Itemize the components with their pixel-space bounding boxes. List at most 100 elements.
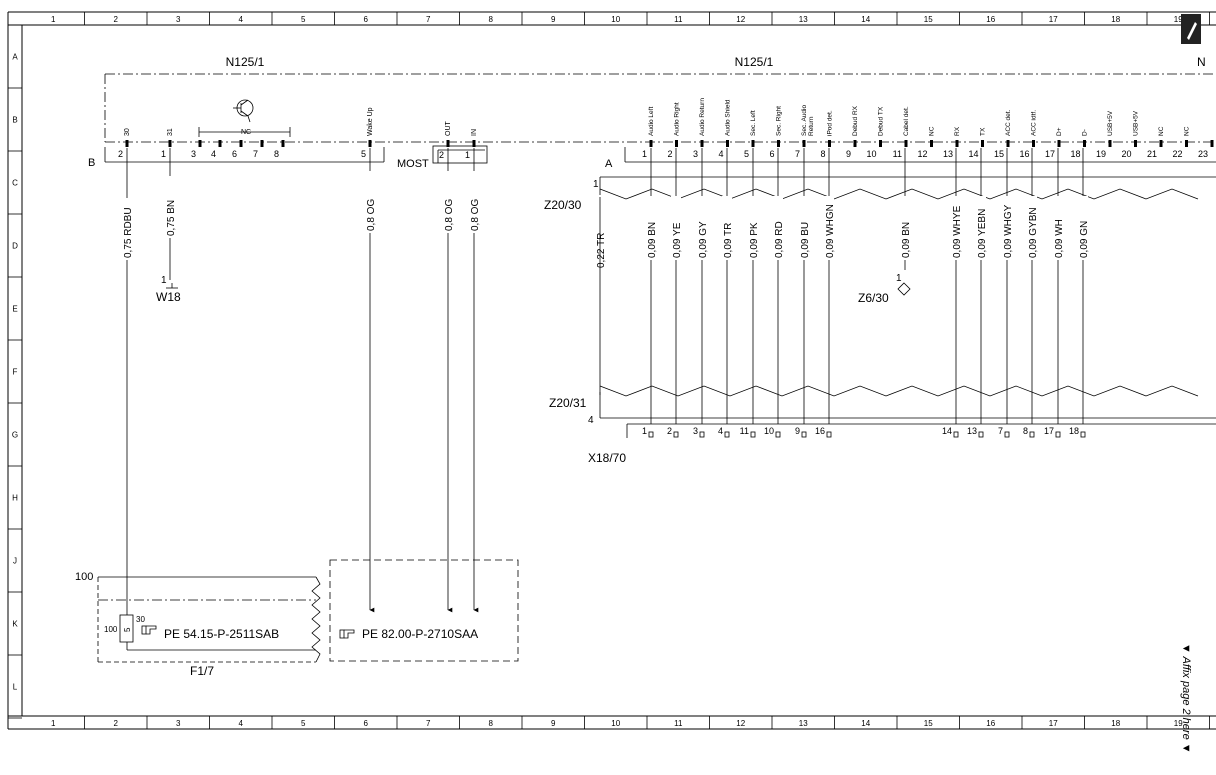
- reference-link-1[interactable]: PE 54.15-P-2511SAB: [164, 627, 279, 641]
- reference-hand-icon: [141, 625, 157, 635]
- pin-label: D+: [1056, 127, 1063, 136]
- pin-number: 11: [893, 149, 902, 159]
- fuse-pin-top: 30: [136, 615, 145, 624]
- row-label: A: [12, 53, 18, 62]
- pin-terminal: [1210, 140, 1214, 147]
- pin-label: Wake Up: [367, 107, 374, 136]
- pin-label: USB+5V: [1133, 110, 1140, 136]
- pin-number: 8: [1023, 426, 1028, 436]
- pin-label: NC: [1158, 126, 1165, 136]
- wire-label-gap: [976, 196, 986, 260]
- pin-number: 8: [820, 149, 825, 159]
- fuse-box: [97, 576, 316, 663]
- column-label: 9: [551, 719, 556, 728]
- pin-number: 1: [465, 150, 470, 160]
- pin-label: Audio Left: [648, 107, 655, 136]
- pin-number: 6: [232, 149, 237, 159]
- z20-31-pin: 4: [588, 415, 594, 426]
- nc-bracket: [198, 127, 291, 137]
- pin-label: NC: [1184, 126, 1191, 136]
- pin-terminal: [1004, 431, 1010, 438]
- transistor-icon: [233, 99, 254, 123]
- wire-label: 0,09 WHGN: [825, 204, 836, 258]
- row-label: F: [13, 368, 18, 377]
- pin-terminal: [981, 140, 984, 147]
- wire-label-gap: [443, 171, 453, 233]
- fuse-value: 100: [104, 625, 118, 634]
- column-label: 16: [986, 719, 995, 728]
- wire-label: 0,09 BN: [647, 222, 658, 258]
- wire-label-gap: [671, 196, 681, 260]
- pin-label: Audio Return: [699, 98, 706, 136]
- pin-number: 3: [693, 149, 698, 159]
- pin-number: 8: [274, 149, 279, 159]
- pin-terminal: [750, 431, 756, 438]
- pin-terminal: [1080, 431, 1086, 438]
- wire-label-gap: [697, 196, 707, 260]
- pin-terminal: [125, 140, 129, 147]
- pin-terminal: [218, 140, 222, 147]
- pin-number: 5: [361, 149, 366, 159]
- wire-label: 0,75 BN: [166, 200, 177, 236]
- reference-link-2[interactable]: PE 82.00-P-2710SAA: [362, 627, 478, 641]
- pin-number: 1: [161, 149, 166, 159]
- wire-label-gap: [900, 196, 910, 260]
- z20-31-label: Z20/31: [549, 396, 587, 410]
- column-label: 7: [426, 719, 431, 728]
- row-label: J: [13, 557, 17, 566]
- column-label: 11: [674, 719, 683, 728]
- pin-terminal: [239, 140, 243, 147]
- x18-70-housing: [626, 423, 1216, 438]
- pin-terminal: [802, 140, 806, 147]
- connector-most-housing: [432, 145, 488, 164]
- wire-label: 0,09 BN: [901, 222, 912, 258]
- column-label: 5: [301, 719, 306, 728]
- fuse-top-value: 100: [75, 571, 93, 583]
- tr-wire-label: 0,22 TR: [596, 233, 607, 268]
- pin-number: 14: [968, 149, 978, 159]
- pin-number: 17: [1045, 149, 1055, 159]
- wire-label-gap: [951, 196, 961, 260]
- wire-label-gap: [1078, 196, 1088, 260]
- pin-number: 22: [1172, 149, 1182, 159]
- f1-7-label: F1/7: [190, 664, 214, 678]
- pin-terminal: [368, 140, 372, 147]
- column-label: 6: [364, 719, 369, 728]
- pin-terminal: [675, 140, 678, 147]
- pin-number: 4: [211, 149, 216, 159]
- column-label: 5: [301, 15, 306, 24]
- pin-number: 7: [795, 149, 800, 159]
- pin-terminal: [1134, 140, 1137, 147]
- pin-number: 2: [118, 149, 123, 159]
- pin-number: 7: [998, 426, 1003, 436]
- wire-label: 0,09 YE: [672, 222, 683, 258]
- column-label: 13: [799, 15, 808, 24]
- column-label: 14: [861, 719, 870, 728]
- pin-label: IN: [471, 129, 478, 136]
- wire-label: 0,09 YEBN: [977, 209, 988, 258]
- column-label: 3: [176, 15, 181, 24]
- pin-label: Debud TX: [878, 106, 885, 136]
- row-label: C: [12, 179, 18, 188]
- pin-label: 30: [124, 128, 131, 136]
- wire-label: 0,09 GYBN: [1028, 207, 1039, 258]
- component-n125-1-left: N125/1: [226, 55, 265, 69]
- pin-terminal: [853, 140, 857, 147]
- z20-31-splice-line: [599, 385, 1199, 397]
- pin-number: 4: [718, 149, 723, 159]
- wire-label: 0,09 WHGY: [1003, 204, 1014, 258]
- pin-number: 14: [942, 426, 952, 436]
- pin-label: Sec. Right: [776, 106, 783, 136]
- fuse-box-break-icon: [311, 576, 321, 663]
- column-label: 4: [239, 15, 244, 24]
- pin-terminal: [198, 140, 202, 147]
- pin-terminal: [879, 140, 882, 147]
- column-label: 4: [239, 719, 244, 728]
- z6-30-label: Z6/30: [858, 291, 889, 305]
- wire-label-gap: [1002, 196, 1012, 260]
